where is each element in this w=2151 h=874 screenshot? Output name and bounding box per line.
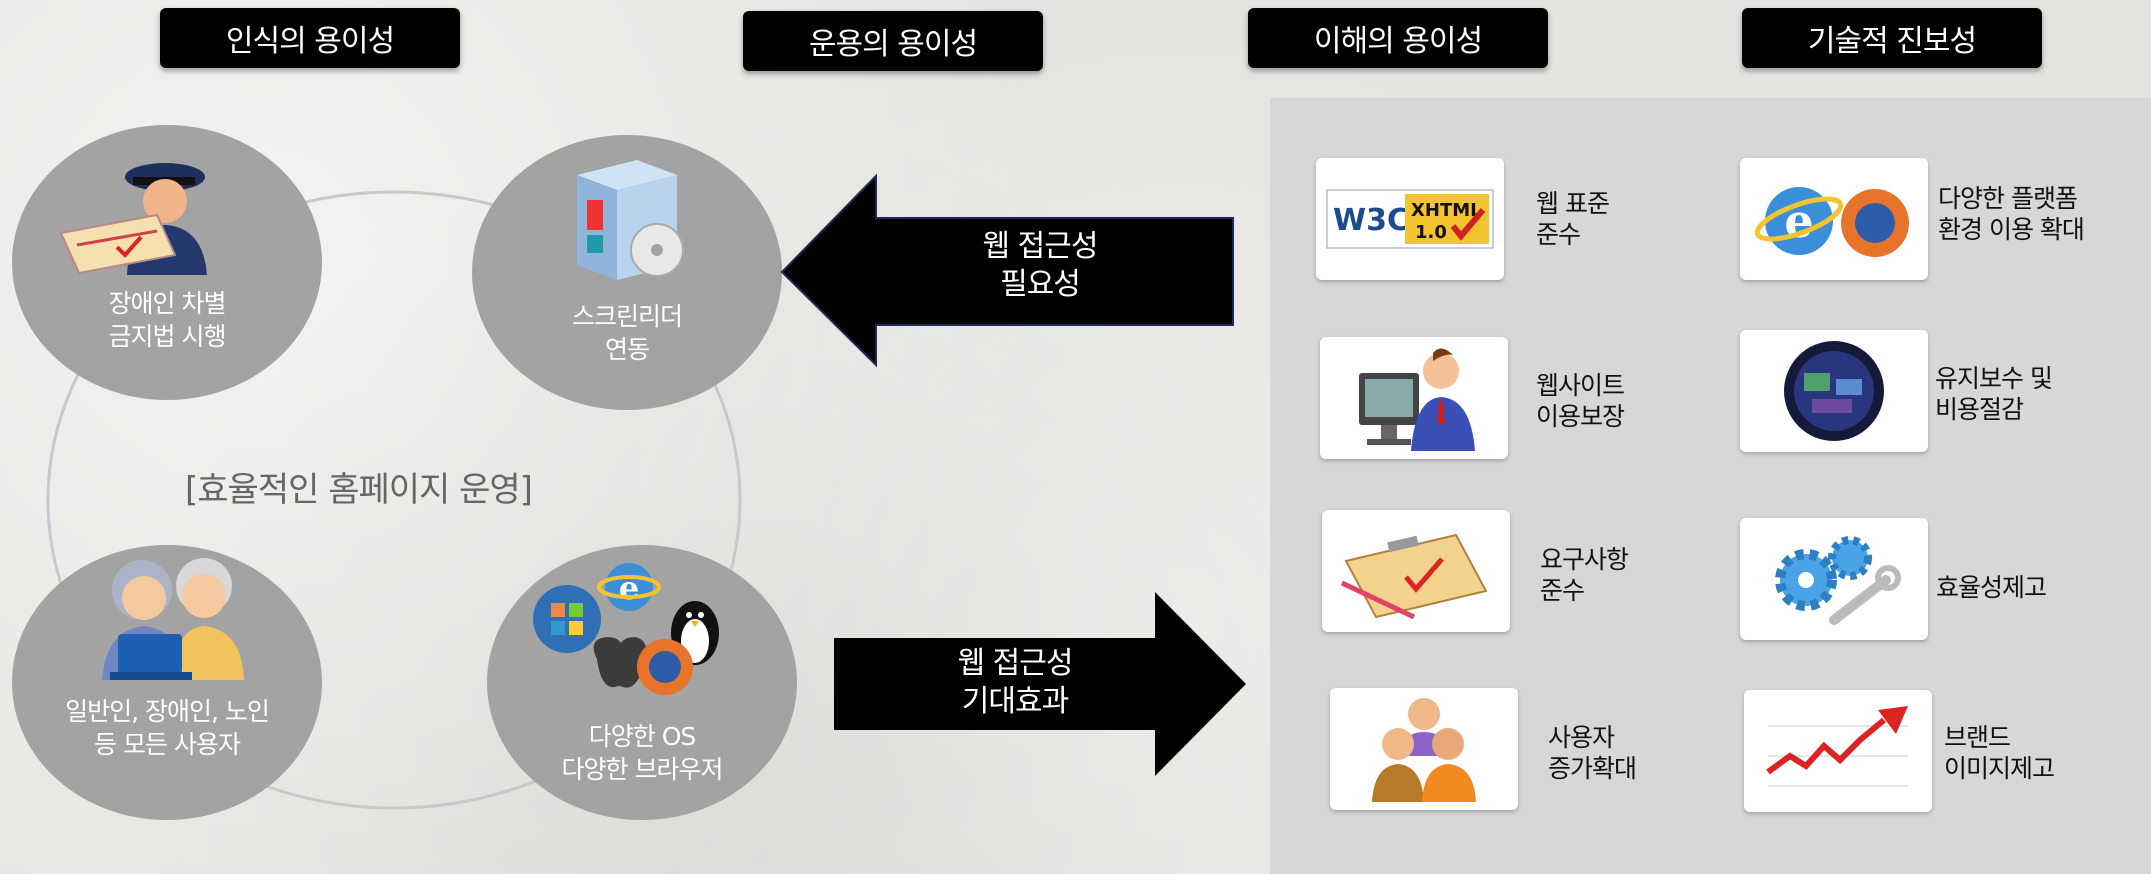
cycle-ring bbox=[46, 190, 742, 810]
w3c-xhtml-badge-icon: W3C XHTML 1.0 bbox=[1326, 189, 1494, 249]
software-box-cd-icon bbox=[577, 160, 684, 280]
header-perceivable: 인식의 용이성 bbox=[160, 8, 460, 68]
svg-text:W3C: W3C bbox=[1333, 203, 1409, 238]
tile-brand bbox=[1744, 690, 1932, 812]
header-operable: 운용의 용이성 bbox=[743, 11, 1043, 71]
os-browser-logos-icon: e bbox=[533, 563, 719, 695]
tile-efficiency-label: 효율성제고 bbox=[1936, 573, 2047, 602]
rising-chart-icon bbox=[1766, 706, 1908, 787]
arrow-necessity bbox=[780, 173, 1234, 368]
tile-web-standard: W3C XHTML 1.0 bbox=[1316, 158, 1504, 280]
maintenance-globe-icon bbox=[1784, 340, 1884, 441]
user-group-icon bbox=[1372, 697, 1476, 802]
browser-logos-icon: e bbox=[1754, 187, 1909, 257]
header-robust: 기술적 진보성 bbox=[1742, 8, 2042, 68]
tile-maintenance bbox=[1740, 330, 1928, 452]
tile-user-growth bbox=[1330, 688, 1518, 810]
tile-requirements bbox=[1322, 510, 1510, 632]
police-officer-clipboard-icon bbox=[59, 163, 207, 275]
gears-wrench-icon bbox=[1775, 536, 1901, 625]
svg-text:e: e bbox=[619, 569, 639, 607]
tile-platform: e bbox=[1740, 158, 1928, 280]
user-at-computer-icon bbox=[1359, 348, 1475, 451]
svg-text:XHTML: XHTML bbox=[1411, 200, 1482, 221]
cycle-center-text: [효율적인 홈페이지 운영] bbox=[185, 470, 533, 510]
clipboard-check-icon bbox=[1340, 533, 1488, 620]
arrow-expected-effects bbox=[834, 592, 1246, 776]
tile-website-access bbox=[1320, 337, 1508, 459]
tile-efficiency bbox=[1740, 518, 1928, 640]
header-understandable: 이해의 용이성 bbox=[1248, 8, 1548, 68]
svg-text:1.0: 1.0 bbox=[1415, 222, 1447, 243]
elderly-couple-laptop-icon bbox=[102, 558, 244, 680]
